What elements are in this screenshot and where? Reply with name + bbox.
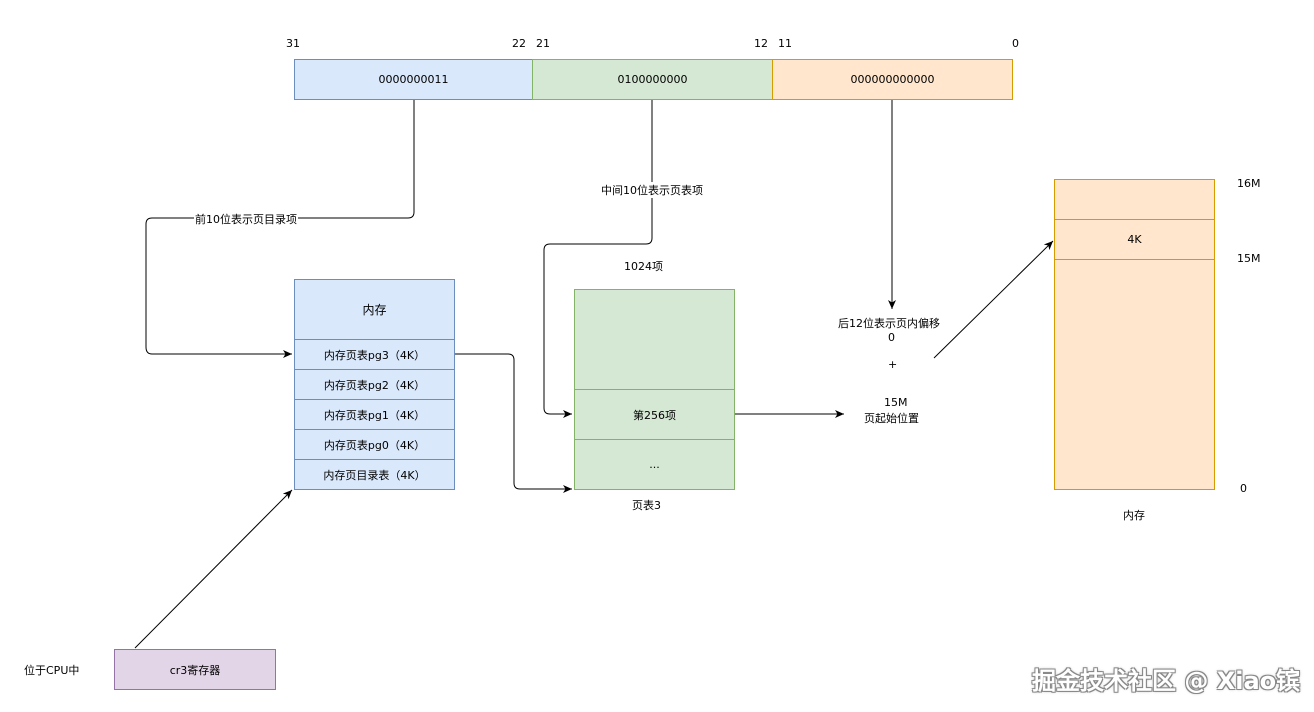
- table-edge: [543, 100, 653, 418]
- page-table-top[interactable]: [574, 289, 735, 390]
- mem-16m-label: 16M: [1237, 177, 1261, 190]
- pg3-to-table-edge: [455, 353, 572, 493]
- bit-0-label: 0: [1012, 37, 1019, 50]
- dir-edge: [145, 100, 415, 358]
- table-field[interactable]: 0100000000: [532, 59, 773, 100]
- bit-22-label: 22: [512, 37, 526, 50]
- bit-11-label: 11: [778, 37, 792, 50]
- bit-31-label: 31: [286, 37, 300, 50]
- plus-sign: +: [888, 358, 898, 371]
- memory-row-page-directory[interactable]: 内存页目录表（4K）: [294, 459, 455, 490]
- cr3-caption: 位于CPU中: [24, 664, 80, 677]
- memory-row-pg3[interactable]: 内存页表pg3（4K）: [294, 339, 455, 370]
- start-value: 15M: [884, 396, 908, 409]
- bit-21-label: 21: [536, 37, 550, 50]
- offset-field[interactable]: 000000000000: [772, 59, 1013, 100]
- physical-memory-bottom[interactable]: [1054, 259, 1215, 490]
- physical-memory-top[interactable]: [1054, 179, 1215, 220]
- memory-row-pg0[interactable]: 内存页表pg0（4K）: [294, 429, 455, 460]
- sum-to-page-edge: [933, 240, 1054, 359]
- cr3-register[interactable]: cr3寄存器: [114, 649, 276, 690]
- memory-block-title[interactable]: 内存: [294, 279, 455, 340]
- bit-12-label: 12: [754, 37, 768, 50]
- offset-zero: 0: [888, 331, 895, 344]
- memory-row-pg1[interactable]: 内存页表pg1（4K）: [294, 399, 455, 430]
- mem-15m-label: 15M: [1237, 252, 1261, 265]
- dir-field[interactable]: 0000000011: [294, 59, 533, 100]
- start-label: 页起始位置: [864, 412, 919, 425]
- cr3-edge: [134, 489, 293, 649]
- physical-memory-caption: 内存: [1123, 509, 1145, 522]
- offset-edge-label: 后12位表示页内偏移: [838, 317, 940, 330]
- page-table-entry-256[interactable]: 第256项: [574, 389, 735, 440]
- page-table-caption: 页表3: [632, 499, 661, 512]
- table-edge-label: 中间10位表示页表项: [600, 182, 704, 198]
- mem-0-label: 0: [1240, 482, 1247, 495]
- physical-page-4k[interactable]: 4K: [1054, 219, 1215, 260]
- page-table-rest[interactable]: ...: [574, 439, 735, 490]
- watermark: 掘金技术社区 @ Xiao镔: [1032, 667, 1301, 695]
- dir-edge-label: 前10位表示页目录项: [194, 211, 298, 227]
- memory-row-pg2[interactable]: 内存页表pg2（4K）: [294, 369, 455, 400]
- page-table-count-label: 1024项: [624, 260, 663, 273]
